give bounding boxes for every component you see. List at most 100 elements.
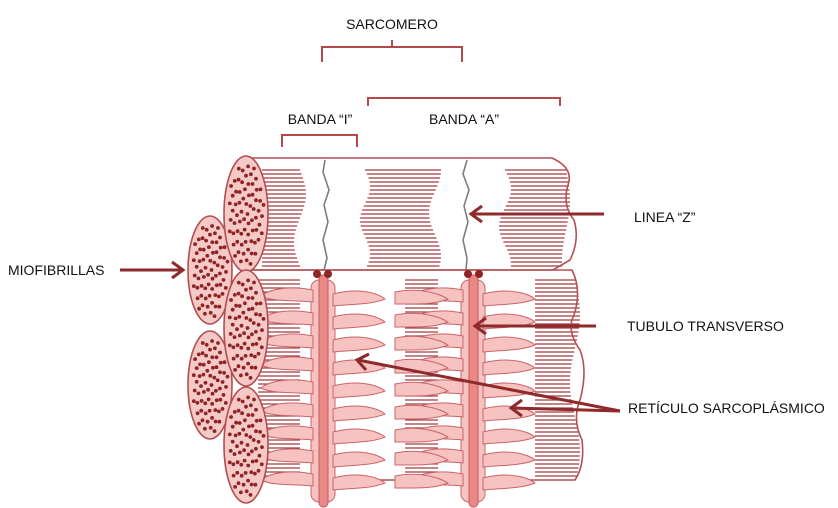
myofilament-dot — [237, 398, 241, 402]
myofilament-dot — [201, 351, 205, 355]
myofilament-dot — [235, 213, 239, 217]
myofilament-dot — [257, 469, 261, 473]
myofilament-dot — [232, 474, 236, 478]
reticulum-branch — [261, 311, 313, 325]
myofilament-dot — [231, 323, 235, 327]
myofilament-dot — [231, 209, 235, 213]
myofilament-dot — [242, 483, 246, 487]
myofilament-dot — [200, 284, 204, 288]
myofilament-dot — [249, 262, 253, 266]
myofilament-dot — [249, 239, 253, 243]
myofilament-dot — [214, 274, 218, 278]
myofilament-dot — [248, 318, 252, 322]
myofilament-dot — [248, 435, 252, 439]
myofilament-dot — [239, 374, 243, 378]
myofilament-dot — [254, 291, 258, 295]
myofilament-dot — [216, 226, 220, 230]
myofilament-dot — [213, 293, 217, 297]
myofilament-dot — [203, 286, 207, 290]
myofilament-dot — [199, 294, 203, 298]
myofilament-dot — [210, 287, 214, 291]
myofilament-dot — [213, 346, 217, 350]
myofilament-dot — [236, 229, 240, 233]
reticulum-branch — [261, 403, 313, 417]
myofilament-dot — [250, 366, 254, 370]
myofilament-dot — [250, 252, 254, 256]
myofilament-dot — [242, 217, 246, 221]
myofilament-dot — [228, 344, 232, 348]
myofilament-dot — [197, 277, 201, 281]
myofilament-dot — [247, 453, 251, 457]
upper-filaments — [262, 170, 570, 266]
myofilament-dot — [200, 399, 204, 403]
myofilament-dot — [212, 261, 216, 265]
reticulum-branch — [333, 406, 385, 421]
myofilament-dot — [213, 231, 217, 235]
myofilament-dot — [219, 283, 223, 287]
myofilament-dot — [231, 440, 235, 444]
reticulum-branch — [333, 475, 385, 490]
myofilament-dot — [224, 286, 228, 290]
myofilament-dot — [251, 229, 255, 233]
myofilament-dot — [215, 250, 219, 254]
myofilament-dot — [204, 266, 208, 270]
myofilament-dot — [260, 231, 264, 235]
myofilament-dot — [253, 355, 257, 359]
myofilament-dot — [197, 422, 201, 426]
myofilament-dot — [213, 314, 217, 318]
myofilament-dot — [195, 380, 199, 384]
myofilament-dot — [242, 366, 246, 370]
myofilament-dot — [238, 451, 242, 455]
myofilament-dot — [254, 177, 258, 181]
banda-i-brace — [282, 135, 357, 147]
myofilament-dot — [243, 418, 247, 422]
myofilament-dot — [211, 277, 215, 281]
myofilament-dot — [235, 444, 239, 448]
sarcomero-label: SARCOMERO — [346, 16, 438, 32]
myofilament-dot — [253, 241, 257, 245]
myofilament-dot — [250, 218, 254, 222]
myofilament-dot — [219, 361, 223, 365]
reticulum-branch — [261, 472, 313, 486]
myofilament-dot — [192, 284, 196, 288]
myofilament-dot — [206, 420, 210, 424]
myofilament-dot — [232, 357, 236, 361]
myofilament-dot — [193, 242, 197, 246]
myofilament-dot — [244, 240, 248, 244]
myofilament-dot — [210, 268, 214, 272]
myofilament-dot — [221, 265, 225, 269]
myofilament-dot — [193, 389, 197, 393]
t-tubule-left — [319, 275, 328, 507]
myofilament-dot — [195, 251, 199, 255]
myofilament-dot — [215, 283, 219, 287]
myofilament-dot — [205, 254, 209, 258]
myofilament-dot — [262, 434, 266, 438]
myofilament-dot — [208, 294, 212, 298]
sarcomero-brace — [322, 40, 462, 62]
myofilament-dot — [255, 459, 259, 463]
reticulum-branch — [483, 475, 535, 490]
myofilament-dot — [198, 374, 202, 378]
myofilament-dot — [208, 409, 212, 413]
reticulum-branch — [483, 360, 535, 375]
myofilament-dot — [250, 332, 254, 336]
myofilament-dot — [238, 315, 242, 319]
myofilament-dot — [210, 383, 214, 387]
myofilament-dot — [215, 398, 219, 402]
myofilament-dot — [229, 415, 233, 419]
myofilament-dot — [253, 472, 257, 476]
myofilament-dot — [222, 393, 226, 397]
myofilament-dot — [195, 265, 199, 269]
myofilament-dot — [247, 425, 251, 429]
myofilament-dot — [196, 401, 200, 405]
myofilament-dot — [238, 432, 242, 436]
myofilament-dot — [231, 308, 235, 312]
myofilament-dot — [233, 452, 237, 456]
myofilament-dot — [226, 375, 230, 379]
myofilament-dot — [209, 426, 213, 430]
tubule-cap-dot — [464, 270, 472, 278]
myofilament-dot — [205, 228, 209, 232]
myofilament-dot — [231, 425, 235, 429]
myofilament-dot — [235, 327, 239, 331]
myofilament-dot — [260, 462, 264, 466]
